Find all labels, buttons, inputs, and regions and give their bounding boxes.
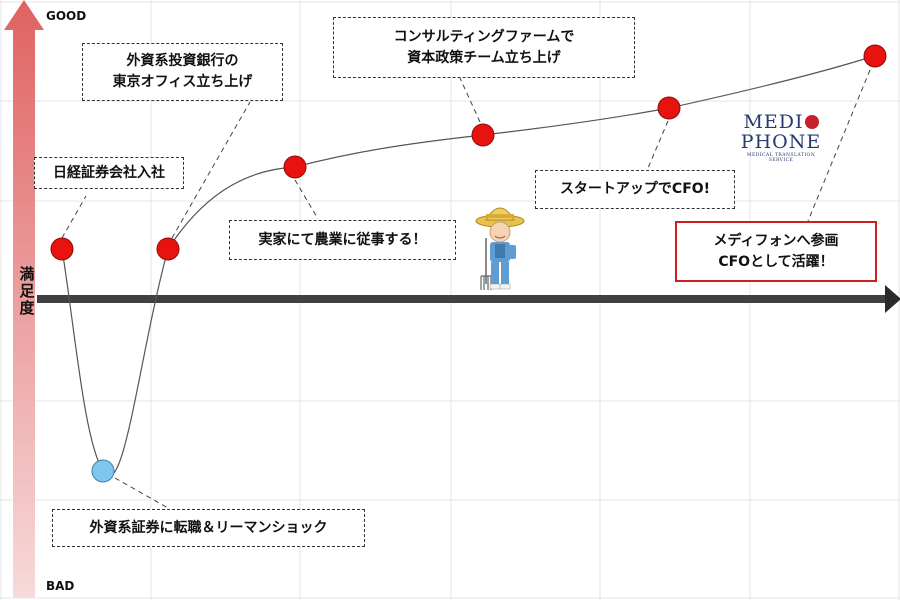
axis-top-label: GOOD [46, 9, 87, 23]
event-label-line: 実家にて農業に従事する！ [258, 231, 427, 248]
event-label-line: コンサルティングファームで [393, 28, 575, 45]
logo-line3: MEDICAL TRANSLATION SERVICE [746, 153, 816, 163]
event-label-investment-bank: 外資系投資銀行の 東京オフィス立ち上げ [82, 43, 283, 101]
axis-bottom-label: BAD [46, 579, 75, 593]
event-label-consulting-firm: コンサルティングファームで 資本政策チーム立ち上げ [333, 17, 635, 78]
event-point [50, 237, 74, 261]
event-point [283, 155, 307, 179]
globe-icon [804, 115, 819, 129]
event-label-line: 外資系証券に転職＆リーマンショック [89, 519, 328, 536]
event-label-line: 外資系投資銀行の [126, 53, 239, 69]
leader-lines [61, 69, 871, 509]
event-label-family-farm: 実家にて農業に従事する！ [229, 220, 456, 260]
farmer-icon [475, 207, 525, 290]
satisfaction-axis-arrow [4, 0, 44, 598]
event-label-nikkei-securities: 日経証券会社入社 [34, 157, 184, 189]
event-label-line: CFOとして活躍！ [718, 253, 834, 270]
timeline-arrow [37, 285, 900, 313]
event-label-line: 日経証券会社入社 [53, 164, 165, 181]
mediphone-logo: MEDI PHONE MEDICAL TRANSLATION SERVICE [736, 112, 826, 163]
event-label-startup-cfo: スタートアップでCFO! [535, 170, 735, 209]
event-label-line: スタートアップでCFO! [559, 181, 711, 197]
event-label-foreign-securities: 外資系証券に転職＆リーマンショック [52, 509, 365, 547]
y-axis-title-text: 満足度 [17, 266, 36, 317]
y-axis-title: 満足度 [14, 266, 38, 317]
event-point [156, 237, 180, 261]
event-point [863, 44, 887, 68]
event-label-line: 資本政策チーム立ち上げ [407, 49, 561, 66]
event-label-line: メディフォンへ参画 [713, 232, 839, 249]
logo-line1: MEDI [743, 111, 804, 133]
event-label-line: 東京オフィス立ち上げ [112, 74, 253, 90]
event-point [657, 96, 681, 120]
event-label-mediphone-cfo: メディフォンへ参画 CFOとして活躍！ [675, 221, 877, 282]
event-point [91, 459, 115, 483]
logo-line2: PHONE [740, 131, 822, 153]
event-point [471, 123, 495, 147]
